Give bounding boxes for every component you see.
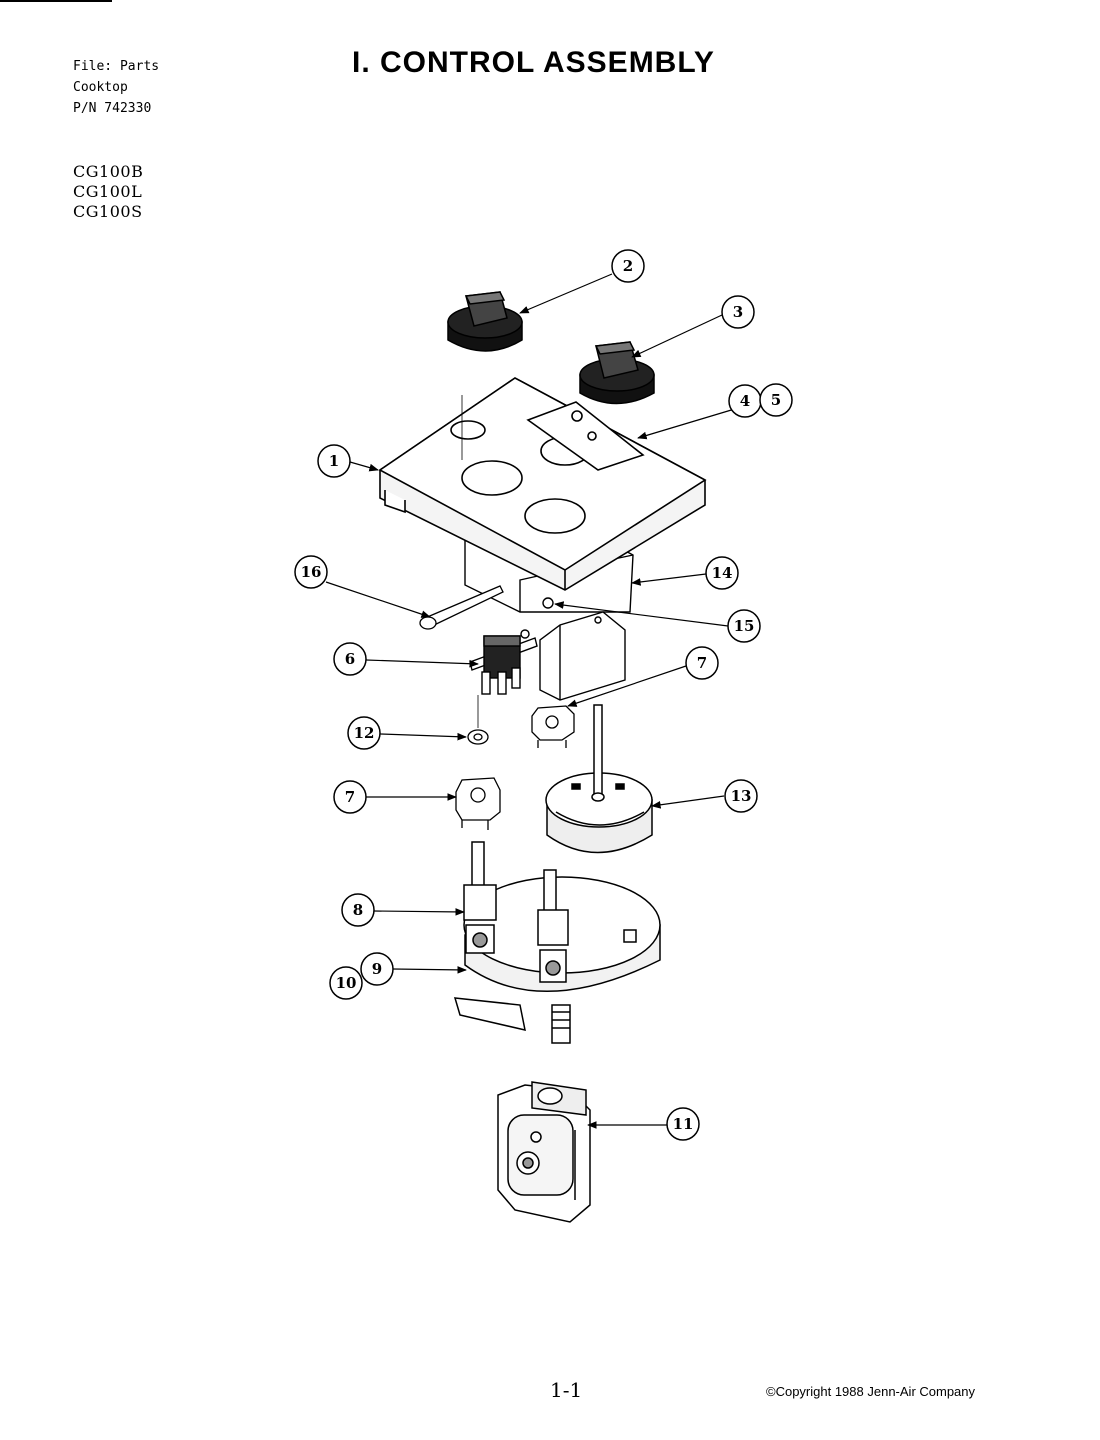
svg-text:6: 6 <box>345 650 355 668</box>
svg-text:16: 16 <box>301 563 322 581</box>
copyright-notice: ©Copyright 1988 Jenn-Air Company <box>766 1384 976 1399</box>
file-line: File: Parts <box>73 59 160 74</box>
control-panel-part-1 <box>378 377 707 591</box>
callout-13: 13 <box>724 779 758 813</box>
thermostat-part-13 <box>545 704 653 854</box>
svg-text:1: 1 <box>329 452 339 470</box>
svg-text:9: 9 <box>372 960 382 978</box>
washer-part-12 <box>467 695 489 745</box>
callout-2: 2 <box>611 249 645 283</box>
callout-10: 10 <box>329 966 363 1000</box>
callout-7-left: 7 <box>333 780 367 814</box>
svg-text:10: 10 <box>336 974 357 992</box>
page-number: 1-1 <box>550 1378 583 1402</box>
callout-14: 14 <box>705 556 739 590</box>
file-line: Cooktop <box>73 80 128 95</box>
svg-text:12: 12 <box>354 724 375 742</box>
clip-part-7-right <box>531 705 575 748</box>
model-number: CG100S <box>73 202 143 221</box>
svg-text:15: 15 <box>734 617 755 635</box>
clip-part-7-left <box>455 777 501 830</box>
svg-text:8: 8 <box>353 901 363 919</box>
leader-lines <box>325 273 739 1129</box>
callout-11: 11 <box>666 1107 700 1141</box>
callout-4: 4 <box>728 384 762 418</box>
svg-text:11: 11 <box>673 1115 694 1133</box>
svg-text:7: 7 <box>345 788 355 806</box>
screw-part-16 <box>419 585 504 630</box>
model-number: CG100L <box>73 182 143 201</box>
callout-12: 12 <box>347 716 381 750</box>
callout-7-right: 7 <box>685 646 719 680</box>
knob-part-3 <box>579 341 655 405</box>
callout-16: 16 <box>294 555 328 589</box>
callout-6: 6 <box>333 642 367 676</box>
model-number: CG100B <box>73 162 144 181</box>
svg-text:4: 4 <box>740 392 750 410</box>
model-list: CG100B CG100L CG100S <box>73 162 143 222</box>
file-info: File: Parts Cooktop P/N 742330 <box>73 56 159 119</box>
valve-assembly-part-8-9-10 <box>453 841 661 1044</box>
callout-3: 3 <box>721 295 755 329</box>
svg-text:13: 13 <box>731 787 752 805</box>
svg-text:3: 3 <box>733 303 743 321</box>
svg-text:2: 2 <box>623 257 633 275</box>
file-line: P/N 742330 <box>73 101 152 116</box>
knob-part-2 <box>447 291 523 352</box>
callout-1: 1 <box>317 444 351 478</box>
callout-9: 9 <box>360 952 394 986</box>
svg-text:14: 14 <box>712 564 733 582</box>
page-title: I. CONTROL ASSEMBLY <box>352 46 715 79</box>
callout-8: 8 <box>341 893 375 927</box>
top-rule <box>0 0 112 2</box>
svg-text:7: 7 <box>697 654 707 672</box>
callout-5: 5 <box>759 383 793 417</box>
switch-part-6 <box>469 629 538 695</box>
regulator-part-11 <box>497 1081 591 1223</box>
svg-text:5: 5 <box>771 391 781 409</box>
callout-15: 15 <box>727 609 761 643</box>
